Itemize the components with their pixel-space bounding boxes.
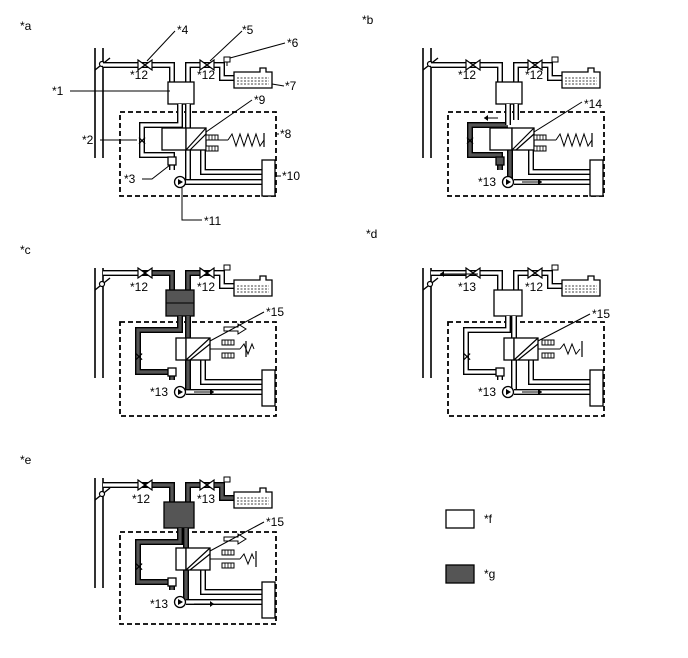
- callout-11: *11: [204, 214, 221, 228]
- reservoir-icon: [233, 67, 273, 89]
- callout-14: *14: [584, 97, 602, 111]
- panel-label-b: *b: [362, 13, 374, 27]
- master-cylinder: [167, 81, 195, 105]
- legend-label-g: *g: [484, 567, 495, 581]
- valve-label-left-b: *12: [458, 68, 476, 82]
- panel-e: *e ✕ *12 *13: [20, 453, 284, 625]
- valve-label-left-c: *12: [130, 280, 148, 294]
- valve-label-left-a: *12: [130, 68, 148, 82]
- panel-b: *b ✕: [362, 13, 605, 197]
- callout-8: *8: [280, 127, 292, 141]
- valve-label-right-c: *12: [197, 280, 215, 294]
- panel-label-d: *d: [366, 227, 377, 241]
- callout-6: *6: [287, 36, 299, 50]
- callout-3: *3: [124, 172, 136, 186]
- valve-label-right-d: *12: [525, 280, 543, 294]
- callout-9: *9: [254, 93, 266, 107]
- pump-label-d: *13: [478, 385, 496, 399]
- valve-label-right-a: *12: [197, 68, 215, 82]
- valve-label-left-e: *12: [132, 492, 150, 506]
- panel-d: *d ✕ *13: [366, 227, 610, 417]
- legend-label-f: *f: [484, 512, 493, 526]
- callout-4: *4: [177, 23, 189, 37]
- pump-icon: [173, 175, 187, 189]
- svg-text:✕: ✕: [134, 560, 144, 574]
- valve-label-left-d: *13: [458, 280, 476, 294]
- callout-15-e: *15: [266, 515, 284, 529]
- sensor-icon: [223, 56, 231, 66]
- panel-a: *a ✕: [20, 19, 300, 228]
- svg-text:✕: ✕: [465, 134, 475, 148]
- pump-label-e: *13: [150, 597, 168, 611]
- legend-swatch-dark: [445, 564, 475, 584]
- valve-label-right-e: *13: [197, 492, 215, 506]
- panel-label-a: *a: [20, 19, 32, 33]
- check-valve-icon: ✕: [137, 134, 147, 148]
- panel-label-e: *e: [20, 453, 32, 467]
- callout-1: *1: [52, 84, 64, 98]
- panel-c: *c ✕: [20, 243, 284, 417]
- callout-15-d: *15: [592, 307, 610, 321]
- callout-15-c: *15: [266, 305, 284, 319]
- valve-label-right-b: *12: [525, 68, 543, 82]
- svg-text:✕: ✕: [134, 350, 144, 364]
- callout-7: *7: [285, 79, 297, 93]
- pump-icon: [501, 175, 515, 189]
- svg-text:✕: ✕: [462, 350, 472, 364]
- pump-label-c: *13: [150, 385, 168, 399]
- panel-label-c: *c: [20, 243, 31, 257]
- pump-label-b: *13: [478, 175, 496, 189]
- legend: *f *g: [445, 509, 495, 584]
- callout-2: *2: [82, 133, 94, 147]
- callout-5: *5: [242, 23, 254, 37]
- callout-10: *10: [282, 169, 300, 183]
- legend-swatch-white: [445, 509, 475, 529]
